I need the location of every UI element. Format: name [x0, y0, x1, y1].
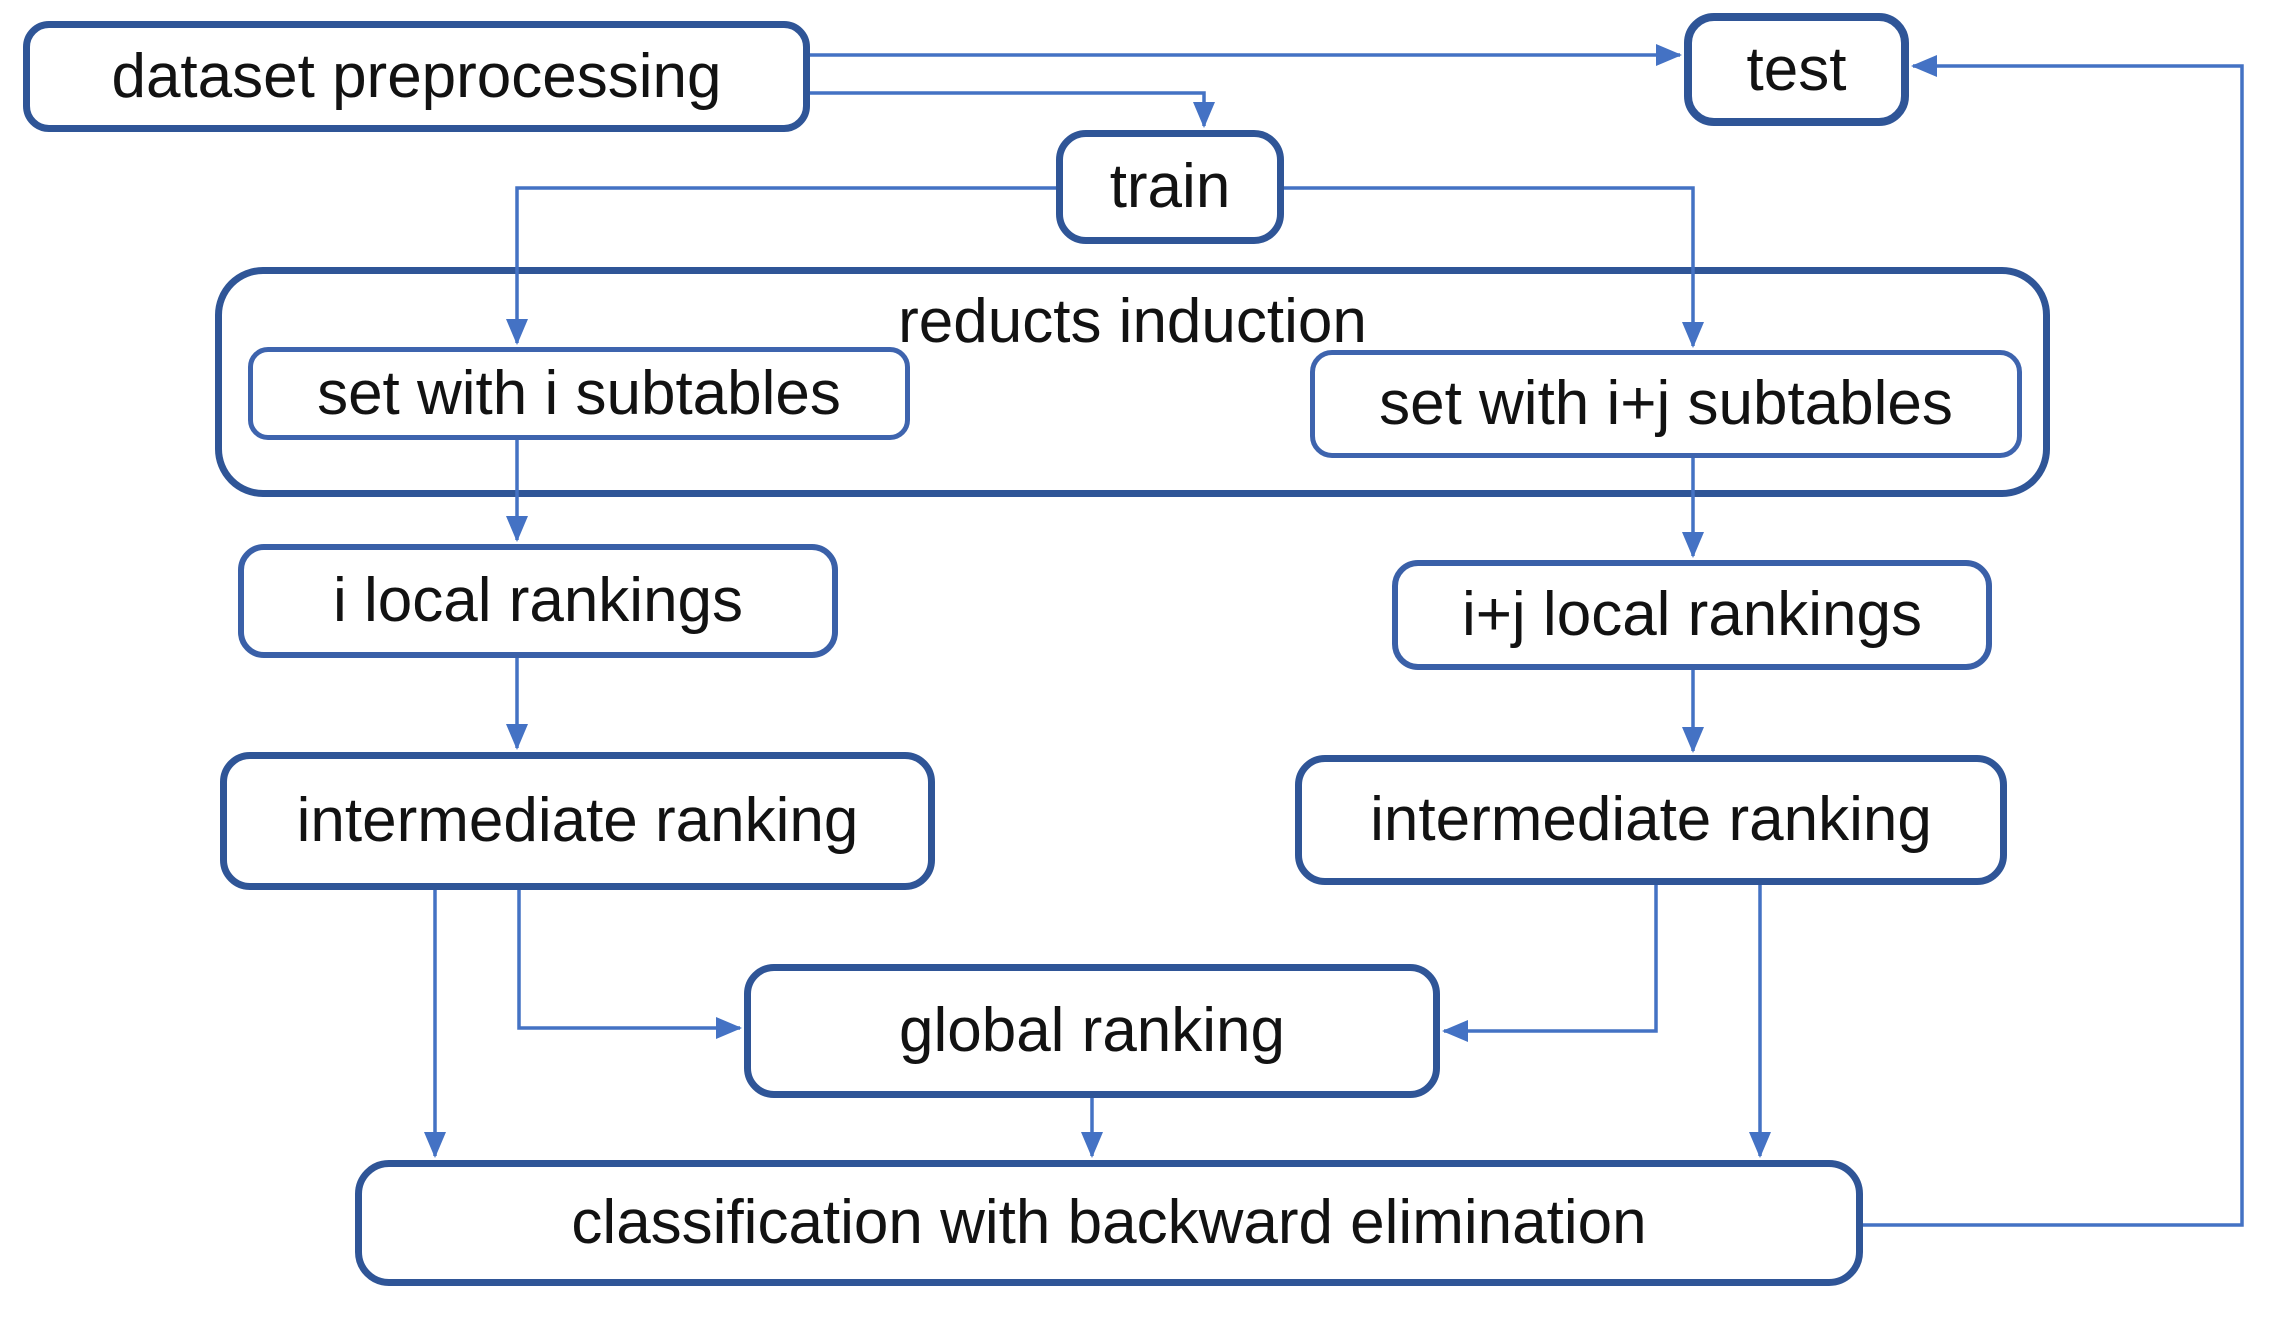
node-label-i-local-rankings: i local rankings — [332, 566, 744, 636]
edge-classification-to-test — [1863, 55, 2244, 1227]
node-classification-with-backward-elimination: classification with backward elimination — [355, 1160, 1863, 1286]
edge-train-to-set-ij — [1284, 186, 1704, 348]
edge-dataset-to-train — [810, 91, 1215, 128]
node-intermediate-ranking-left: intermediate ranking — [220, 752, 935, 890]
node-test: test — [1684, 13, 1909, 126]
node-label-train: train — [1109, 152, 1231, 222]
node-label-reducts-induction: reducts induction — [898, 287, 1367, 356]
node-intermediate-ranking-right: intermediate ranking — [1295, 755, 2007, 885]
node-global-ranking: global ranking — [744, 964, 1440, 1098]
edge-intermediate-left-to-global — [517, 890, 742, 1039]
node-set-with-i-plus-j-subtables: set with i+j subtables — [1310, 350, 2022, 458]
node-i-plus-j-local-rankings: i+j local rankings — [1392, 560, 1992, 670]
node-label-global-ranking: global ranking — [898, 996, 1286, 1066]
node-label-set-with-i-subtables: set with i subtables — [317, 358, 841, 428]
node-label-set-with-i-plus-j-subtables: set with i+j subtables — [1379, 369, 1953, 439]
node-label-intermediate-ranking-right: intermediate ranking — [1370, 785, 1932, 855]
node-label-test: test — [1746, 34, 1847, 104]
node-label-dataset-preprocessing: dataset preprocessing — [111, 41, 722, 111]
node-label-i-plus-j-local-rankings: i+j local rankings — [1461, 580, 1923, 650]
edge-train-to-set-i — [506, 186, 1056, 345]
node-set-with-i-subtables: set with i subtables — [248, 347, 910, 440]
edge-intermediate-right-to-global — [1442, 885, 1658, 1042]
node-dataset-preprocessing: dataset preprocessing — [23, 21, 810, 132]
node-i-local-rankings: i local rankings — [238, 544, 838, 658]
node-label-classification-with-backward-elimination: classification with backward elimination — [571, 1188, 1647, 1258]
node-label-intermediate-ranking-left: intermediate ranking — [296, 786, 859, 856]
node-train: train — [1056, 130, 1284, 244]
